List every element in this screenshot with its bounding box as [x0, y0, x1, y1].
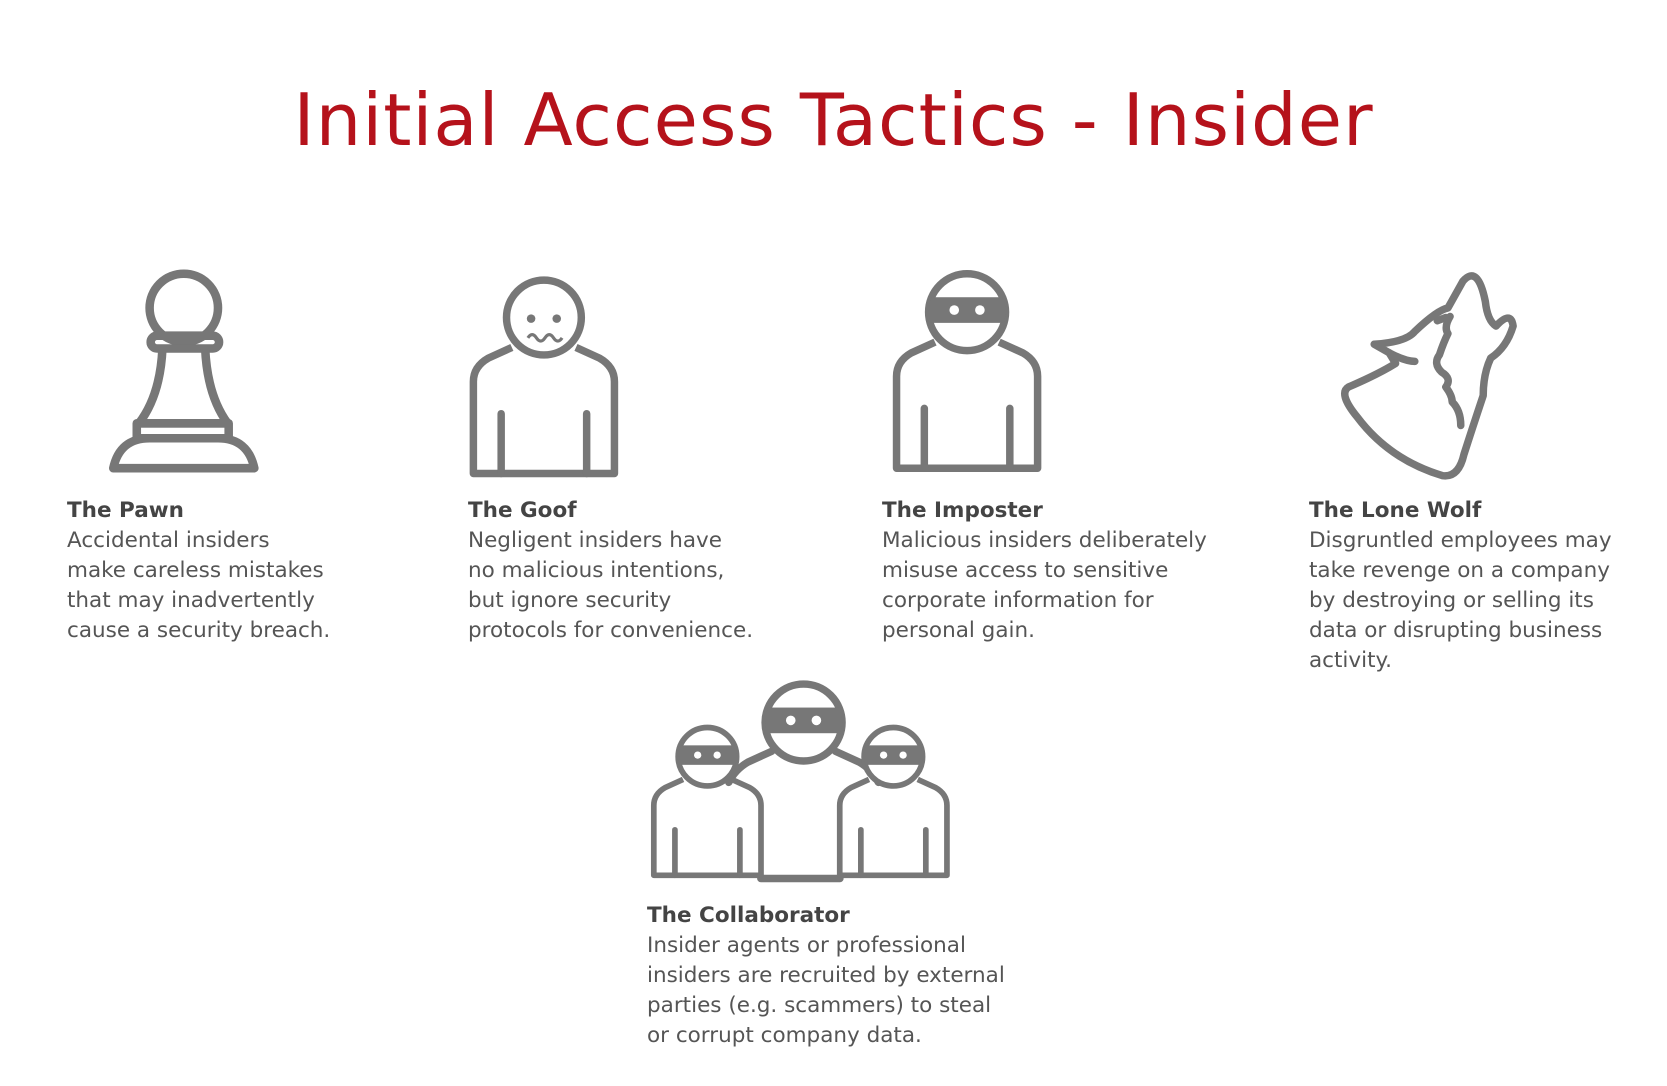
- persona-card-pawn: The Pawn Accidental insiders make carele…: [67, 496, 330, 646]
- masked-group-icon: [654, 684, 947, 883]
- persona-description: Disgruntled employees may take revenge o…: [1309, 528, 1612, 673]
- masked-person-icon: [897, 274, 1038, 468]
- persona-name: The Collaborator: [647, 903, 850, 928]
- persona-description: Negligent insiders have no malicious int…: [468, 528, 754, 643]
- persona-name: The Goof: [468, 498, 577, 523]
- persona-description: Malicious insiders deliberately misuse a…: [882, 528, 1207, 643]
- page-title: Initial Access Tactics - Insider: [293, 78, 1374, 162]
- persona-name: The Pawn: [67, 498, 184, 523]
- pawn-icon: [108, 269, 259, 473]
- persona-card-goof: The Goof Negligent insiders have no mali…: [468, 496, 753, 646]
- persona-name: The Imposter: [882, 498, 1043, 523]
- persona-card-lone-wolf: The Lone Wolf Disgruntled employees may …: [1309, 496, 1612, 676]
- persona-card-imposter: The Imposter Malicious insiders delibera…: [882, 496, 1207, 646]
- persona-name: The Lone Wolf: [1309, 498, 1482, 523]
- persona-card-collaborator: The Collaborator Insider agents or profe…: [647, 901, 1005, 1051]
- nervous-person-icon: [473, 276, 614, 473]
- howling-wolf-icon: [1341, 272, 1517, 480]
- persona-description: Accidental insiders make careless mistak…: [67, 528, 331, 643]
- persona-description: Insider agents or professional insiders …: [647, 933, 1005, 1048]
